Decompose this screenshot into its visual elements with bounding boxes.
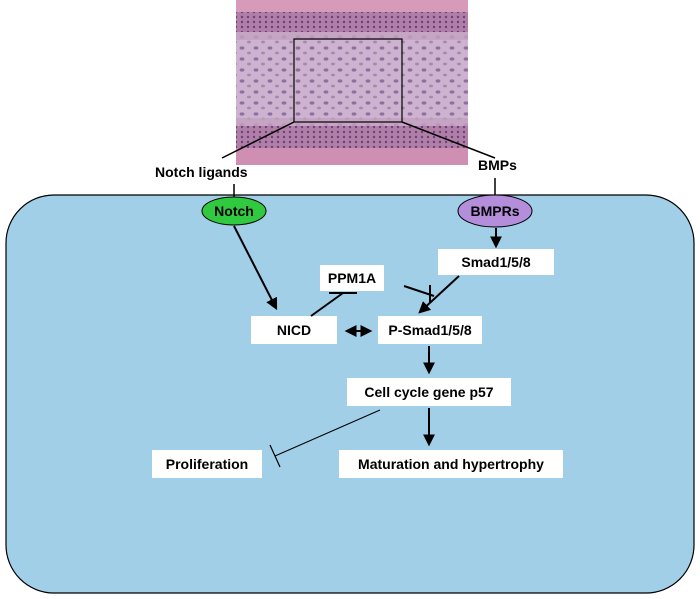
bmps-label: BMPs — [478, 157, 517, 173]
zoom-line-left — [221, 121, 295, 159]
psmad-box — [378, 316, 482, 344]
smad-label: Smad1/5/8 — [461, 254, 530, 270]
zoom-line-right — [401, 121, 496, 159]
p57-label: Cell cycle gene p57 — [364, 384, 493, 400]
nicd-box — [251, 316, 337, 344]
nicd-to-ppm1a-line — [310, 292, 344, 317]
ppm1a-label: PPM1A — [328, 270, 376, 286]
bmprs-receptor-label: BMPRs — [470, 203, 519, 219]
ppm1a-box — [320, 265, 384, 291]
p57-box — [347, 378, 511, 406]
smad-box — [438, 249, 554, 275]
notch-receptor — [201, 196, 267, 226]
zoom-box — [293, 38, 403, 123]
maturation-box — [339, 450, 563, 478]
proliferation-box — [152, 450, 262, 478]
p57-to-proliferation-line — [274, 409, 381, 457]
proliferation-label: Proliferation — [166, 456, 248, 472]
bmprs-receptor — [457, 194, 533, 228]
psmad-label: P-Smad1/5/8 — [388, 322, 471, 338]
notch-to-nicd-arrow — [233, 225, 278, 311]
notch-ligands-label: Notch ligands — [155, 164, 248, 180]
smad-to-psmad-arrow — [418, 275, 460, 314]
notch-receptor-label: Notch — [214, 203, 254, 219]
p57-inhibits-proliferation-bar — [269, 444, 281, 468]
nicd-label: NICD — [277, 322, 311, 338]
maturation-label: Maturation and hypertrophy — [358, 456, 544, 472]
histology-image — [236, 0, 468, 165]
